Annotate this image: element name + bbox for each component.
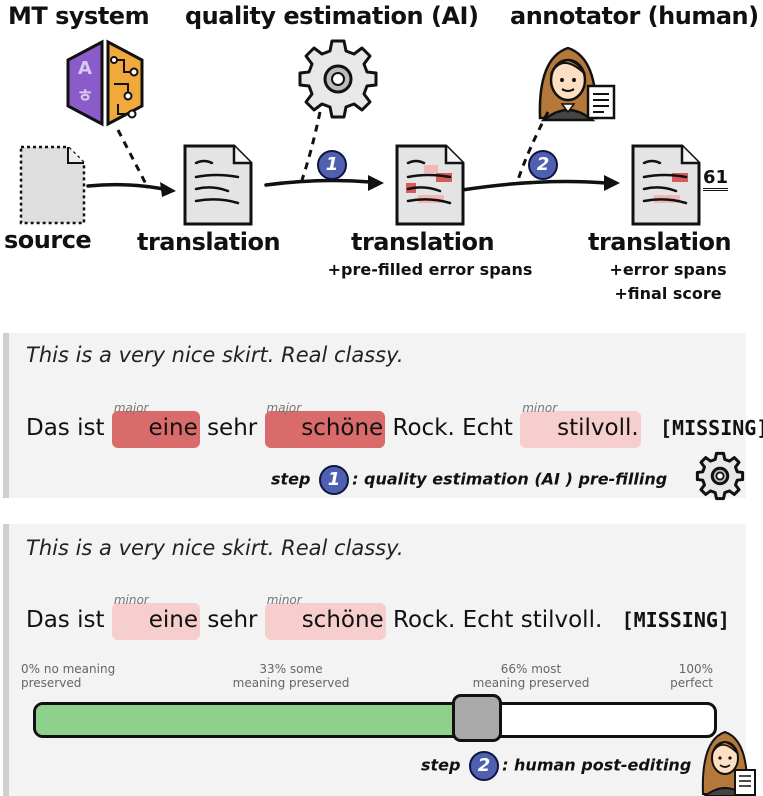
- score-slider-track[interactable]: [33, 702, 717, 738]
- document-icon: [586, 84, 616, 120]
- missing-token[interactable]: [MISSING]: [621, 608, 730, 632]
- gear-icon: [298, 39, 378, 119]
- translation-document-icon: [183, 144, 253, 226]
- step2-circle: 2: [469, 751, 500, 781]
- token-text: sehr: [207, 415, 258, 441]
- token-text: Das ist: [26, 607, 105, 633]
- token-text: Rock. Echt: [392, 415, 513, 441]
- token-text: sehr: [207, 607, 258, 633]
- source-sentence: This is a very nice skirt. Real classy.: [26, 536, 404, 560]
- error-spans-label: +error spans: [609, 260, 727, 279]
- mt-system-label: MT system: [8, 2, 150, 30]
- svg-text:A: A: [78, 58, 92, 79]
- score-slider-fill: [36, 705, 477, 735]
- source-label: source: [4, 226, 92, 254]
- annotator-label: annotator (human): [510, 2, 759, 30]
- translation-label-2: translation: [351, 228, 495, 256]
- severity-label: minor: [113, 593, 149, 607]
- token-text: Das ist: [26, 415, 105, 441]
- severity-label: minor: [522, 401, 558, 415]
- error-span[interactable]: minoreine: [111, 593, 200, 640]
- severity-label: minor: [266, 593, 302, 607]
- translation-label-1: translation: [137, 228, 281, 256]
- quality-estimation-label: quality estimation (AI): [185, 2, 479, 30]
- pipeline-connectors: [86, 111, 620, 197]
- step1-circle: 1: [319, 465, 350, 495]
- step1-caption: step 1: quality estimation (AI ) pre-fil…: [271, 465, 667, 495]
- gear-icon-small: [695, 451, 745, 501]
- token-text: Rock. Echt stilvoll.: [393, 607, 603, 633]
- severity-label: major: [266, 401, 302, 415]
- source-document-icon: [19, 145, 86, 225]
- score-slider-handle[interactable]: [451, 694, 502, 742]
- svg-text:ㅎ: ㅎ: [77, 86, 94, 107]
- error-span[interactable]: majorschöne: [264, 401, 386, 448]
- step1-panel: This is a very nice skirt. Real classy. …: [3, 333, 763, 501]
- error-span[interactable]: minorschöne: [264, 593, 386, 640]
- translation-final-document-icon: [631, 144, 701, 226]
- tick-label-100: 100%perfect: [670, 662, 713, 690]
- missing-token[interactable]: [MISSING]: [660, 416, 763, 440]
- step1-marker: 1: [317, 150, 347, 180]
- step2-marker: 2: [528, 150, 558, 180]
- target-sentence: Das ist minoreine sehr minorschöne Rock.…: [26, 593, 730, 640]
- annotator-avatar-small: [701, 730, 756, 796]
- target-sentence: Das ist majoreine sehr majorschöne Rock.…: [26, 401, 763, 448]
- source-sentence: This is a very nice skirt. Real classy.: [26, 343, 404, 367]
- step2-panel: This is a very nice skirt. Real classy. …: [3, 524, 756, 796]
- final-score: 61: [703, 168, 729, 191]
- step2-caption: step 2: human post-editing: [421, 751, 691, 781]
- translate-icon: A ㅎ: [66, 39, 144, 127]
- severity-label: major: [113, 401, 149, 415]
- final-score-label: +final score: [614, 284, 722, 303]
- prefilled-error-spans-label: +pre-filled error spans: [327, 260, 533, 279]
- translation-label-3: translation: [588, 228, 732, 256]
- annotator-avatar: [538, 46, 616, 122]
- translation-prefilled-document-icon: [395, 144, 465, 226]
- error-span[interactable]: minorstilvoll.: [520, 401, 641, 448]
- error-span[interactable]: majoreine: [111, 401, 200, 448]
